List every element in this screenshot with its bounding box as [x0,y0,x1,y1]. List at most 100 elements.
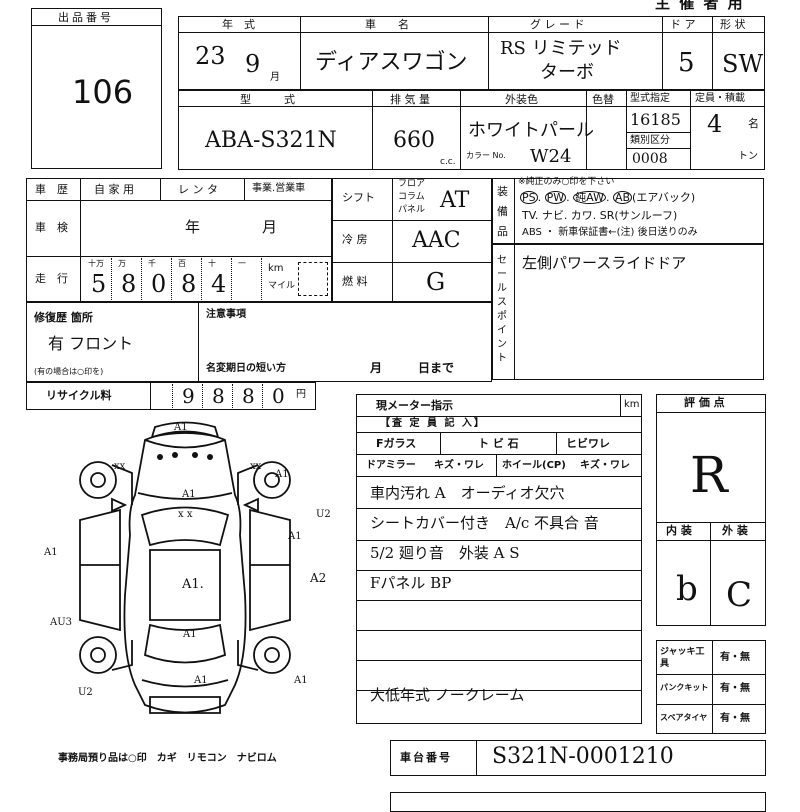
repair-box [26,302,492,382]
recycle-box [26,382,316,410]
door-label: ド ア [670,18,696,31]
history-opt-rental: レ ン タ [178,183,218,196]
diagram-mark-15: x x [178,509,193,520]
month-unit: 月 [270,72,280,83]
year-value: 23 [195,42,226,70]
equip-line3: TV. ナビ. カワ. SR(サンルーフ) [522,209,678,222]
mileage-unit-label: 万 [118,259,126,268]
comment-2: シートカバー付き A/c 不具合 音 [370,514,599,532]
equip-aw: 純AW [573,191,606,204]
type-label: 型式指定 [630,93,670,104]
lot-number: 106 [72,73,134,111]
name-change-month: 月 [370,361,383,375]
equip-pw: PW [544,191,567,204]
tool-jack-value: 有・無 [720,652,750,663]
recycle-label: リサイクル料 [46,389,112,402]
shift-floor: フロア [398,179,426,189]
mileage-digit: 0 [151,270,167,298]
sales-text: 左側パワースライドドア [522,254,687,272]
ac-value: AAC [412,228,461,253]
recycle-digit: 8 [212,384,225,408]
office-note: 事務局預り品は○印 カギ リモコン ナビロム [58,753,277,764]
diagram-mark-12: A1 [183,629,197,640]
shape-label: 形 状 [720,18,746,31]
mileage-digit: 8 [121,270,137,298]
model-label: 型 式 [240,93,295,106]
color-label: 外装色 [505,93,538,106]
class-label: 類別区分 [630,135,670,146]
notes-label: 注意事項 [206,309,246,320]
disp-label: 排 気 量 [390,93,430,106]
mileage-unit-label: 十 [208,259,216,268]
mileage-cell [82,258,112,300]
grade-value-2: ターボ [540,62,594,83]
doors-value: 5 [678,48,695,78]
equip-line4: ABS ・ 新車保証書←(注) 後日送りのみ [522,227,698,238]
fuel-value: G [426,268,446,296]
fuel-label: 燃 料 [342,275,368,288]
tool-spare-value: 有・無 [720,713,750,724]
mileage-unit-label: 千 [148,259,156,268]
color-no-label: カラー No. [466,151,506,160]
shaken-label: 車 検 [35,221,68,234]
km-unit: km [268,263,284,274]
sales-side-label: セールスポイント [497,255,507,364]
name-change-label: 名変期日の短い方 [206,363,286,374]
recycle-cell [202,384,232,408]
capacity-value: 4 [707,110,723,138]
recycle-cell [172,384,202,408]
shift-panel: パネル [398,205,426,215]
diagram-mark-4: A1 [288,531,302,542]
exterior-value: C [726,575,753,615]
diagram-mark-13: xx [114,461,126,472]
mirror-opts: キズ・ワレ [434,460,484,471]
recycle-unit: 円 [296,389,306,400]
recycle-digit: 9 [182,384,195,408]
page-title: 主 催 者 用 [655,0,745,12]
history-opt-private: 自 家 用 [94,183,134,196]
meter-km: km [624,399,640,410]
color-value: ホワイトパール [468,120,594,141]
diagram-mark-14: xx [250,461,262,472]
repair-note: (有の場合は○印を) [34,367,104,376]
equip-ps: PS [520,191,538,204]
recycle-cell [232,384,262,408]
mileage-cell [112,258,142,300]
score-box [656,394,766,626]
wheel-label: ホイール(CP) [502,460,566,471]
shift-column: コラム [398,192,425,202]
mile-unit: マイル [268,281,296,291]
equip-line1: ※純正のみ○印を下さい [518,177,615,187]
mileage-cell [172,258,202,300]
mileage-unit-label: 十万 [88,259,104,268]
sales-box [492,244,764,380]
glass-opts: ト ビ 石 [478,437,519,450]
repair-label: 修復歴 箇所 [34,311,93,324]
color-no-value: W24 [530,146,572,167]
mile-checkbox[interactable] [298,262,328,296]
class-no-value: 0008 [632,151,668,167]
lot-box [31,8,162,169]
diagram-mark-7: A1 [294,675,308,686]
diagram-mark-10: U2 [78,687,93,698]
disp-value: 660 [393,128,435,153]
glass-label: Fガラス [376,437,417,450]
type-no-value: 16185 [630,110,681,129]
interior-label: 内 装 [666,524,692,537]
comment-1: 車内汚れ A オーディオ欠穴 [370,484,565,502]
history-opt-business: 事業.営業車 [252,183,306,194]
chassis-number: S321N-0001210 [492,744,674,769]
mileage-cell [232,258,262,300]
bottom-box-cut [390,792,766,812]
score-label: 評 価 点 [684,396,725,409]
diagram-mark-11: U2 [316,509,331,520]
color-change-label: 色替 [592,93,614,106]
equip-line2: PS. PW. 純AW. AB(エアバック) [520,191,696,204]
name-change-day: 日まで [418,361,455,375]
diagram-mark-6: A1 [194,675,208,686]
car-name-label: 車 名 [365,18,409,31]
mileage-unit-label: 一 [238,259,246,268]
glass-crack: ヒビワレ [566,437,610,450]
mirror-label: ドアミラー [366,460,416,471]
tool-puncture-label: パンクキット [660,683,709,692]
